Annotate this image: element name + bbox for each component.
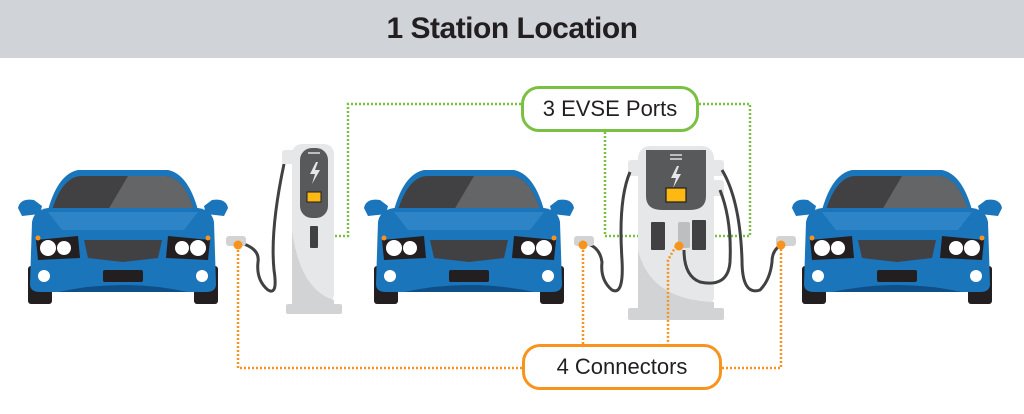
connectors-text: 4 Connectors <box>556 354 688 379</box>
single-port-charger <box>243 144 342 314</box>
header-bar: 1 Station Location <box>0 0 1024 58</box>
evse-ports-text: 3 EVSE Ports <box>542 96 678 121</box>
car-middle <box>364 170 574 304</box>
connector-lines <box>236 245 783 370</box>
car-right <box>792 170 1002 304</box>
connector-dots <box>233 240 786 251</box>
dual-port-charger <box>587 146 785 320</box>
car-left <box>18 170 228 304</box>
connectors-label: 4 Connectors <box>522 344 722 390</box>
page-title: 1 Station Location <box>386 12 638 45</box>
evse-ports-label: 3 EVSE Ports <box>521 86 699 132</box>
